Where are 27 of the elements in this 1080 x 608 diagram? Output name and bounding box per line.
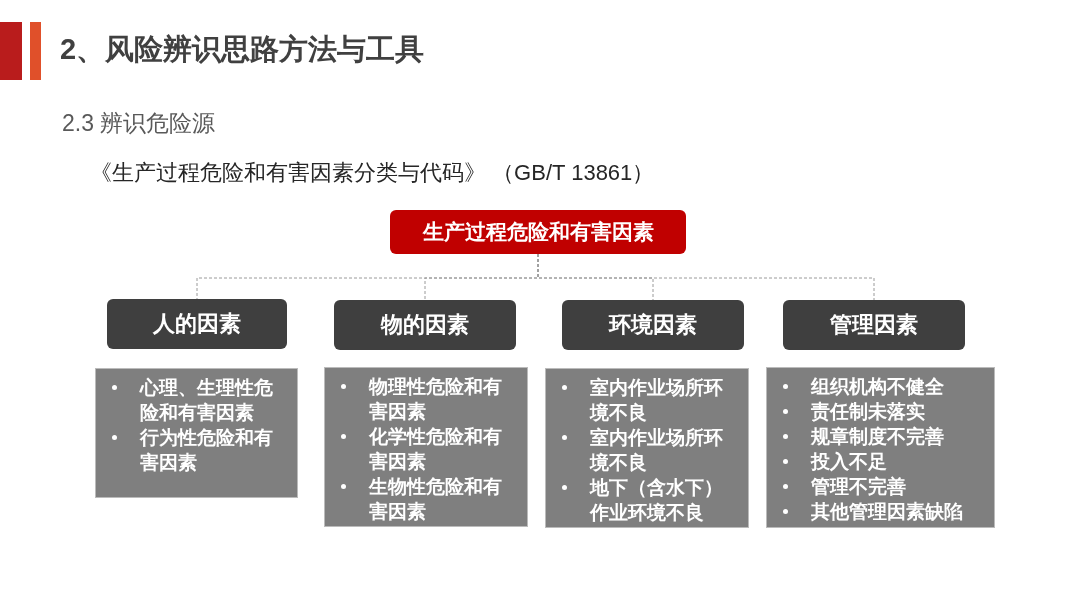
- bullet-item: 其他管理因素缺陷: [811, 501, 963, 522]
- bullet-item: 心理、生理性危险和有害因素: [140, 377, 273, 423]
- bullet-item: 管理不完善: [811, 476, 906, 497]
- list-box: [95, 368, 298, 498]
- bullet-item: 化学性危险和有害因素: [369, 426, 502, 472]
- category-box: 人的因素: [107, 299, 287, 349]
- bullet-item: 组织机构不健全: [811, 376, 944, 397]
- slide-title: 2、风险辨识思路方法与工具: [60, 32, 425, 67]
- list-box: [324, 367, 528, 527]
- bullet-item: 规章制度不完善: [811, 426, 944, 447]
- list-box: [545, 368, 749, 528]
- bullet-item: 地下（含水下）作业环境不良: [590, 477, 723, 523]
- bullet-item: 室内作业场所环境不良: [590, 377, 723, 423]
- connector: [537, 253, 875, 301]
- section-heading: 2.3 辨识危险源: [62, 109, 216, 138]
- category-box: 环境因素: [562, 300, 744, 350]
- bullet-item: 行为性危险和有害因素: [140, 427, 273, 473]
- bullet-item: 投入不足: [811, 451, 887, 472]
- bullet-item: 责任制未落实: [811, 401, 925, 422]
- bullet-item: 物理性危险和有害因素: [369, 376, 502, 422]
- bullet-item: 生物性危险和有害因素: [369, 476, 502, 522]
- category-box: 物的因素: [334, 300, 516, 350]
- standard-name: 《生产过程危险和有害因素分类与代码》 （GB/T 13861）: [90, 159, 655, 187]
- list-box: [766, 367, 995, 528]
- bullet-item: 室内作业场所环境不良: [590, 427, 723, 473]
- category-box: 管理因素: [783, 300, 965, 350]
- root-box: 生产过程危险和有害因素: [390, 210, 686, 254]
